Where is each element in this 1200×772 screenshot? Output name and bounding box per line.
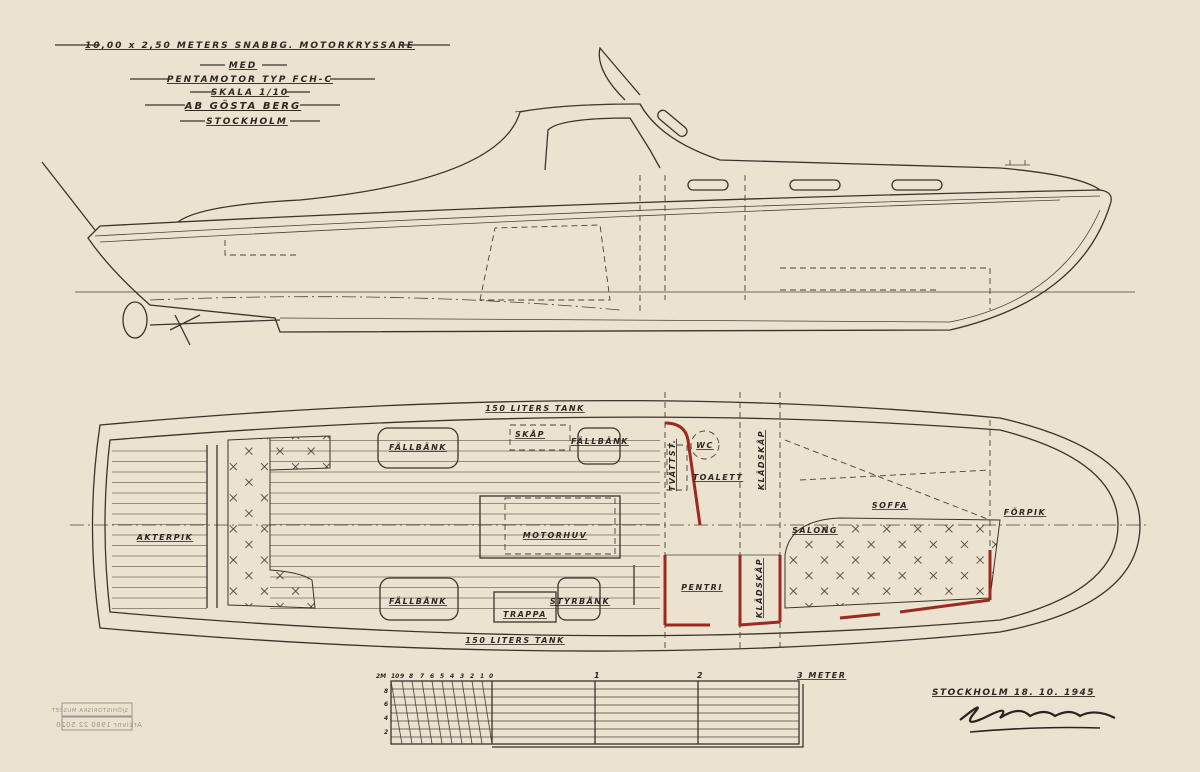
- title-line-4: SKALA 1/10: [211, 88, 289, 98]
- scale-end-label: 3 METER: [797, 671, 846, 680]
- scale-tick-2m: 2: [697, 671, 704, 680]
- signature-block: STOCKHOLM 18. 10. 1945: [932, 688, 1116, 733]
- label-kladskap-top: KLÄDSKÅP: [756, 430, 766, 490]
- label-kladskap-bottom: KLÄDSKÅP: [754, 558, 764, 618]
- label-fallbank-top: FÄLLBÄNK: [389, 442, 447, 452]
- scale-row-label: 4: [384, 715, 390, 722]
- scale-tick: 1: [480, 673, 484, 680]
- scale-tick: 0: [489, 673, 493, 680]
- title-block: 10,00 x 2,50 METERS SNABBG. MOTORKRYSSAR…: [55, 41, 450, 127]
- label-tank-top: 150 LITERS TANK: [485, 404, 585, 413]
- title-line-5: AB GÖSTA BERG: [184, 98, 301, 112]
- label-tank-bottom: 150 LITERS TANK: [465, 636, 565, 645]
- scale-row-label: 2: [384, 729, 390, 736]
- scale-tick: 4: [450, 673, 454, 680]
- stamp-line-2: Arkivnr 1980 22 5020: [56, 721, 142, 729]
- label-forpik: FÖRPIK: [1004, 507, 1046, 517]
- title-line-6: STOCKHOLM: [206, 117, 288, 127]
- label-trappa: TRAPPA: [503, 610, 547, 619]
- signature: [959, 706, 1116, 723]
- label-fallbank-top-2: FÄLLBÄNK: [571, 436, 629, 446]
- scale-row-label: 6: [384, 701, 390, 708]
- plan-view: [70, 392, 1150, 652]
- label-akterpik: AKTERPIK: [136, 533, 194, 542]
- scale-row-label: 8: [384, 688, 390, 695]
- scale-tick-1m: 1: [594, 671, 601, 680]
- scale-bar: 2M 10 9 8 7 6 5 4 3 2 1 0 1 2 3 METER 8 …: [376, 671, 846, 748]
- label-soffa: SOFFA: [872, 501, 908, 510]
- scale-tick: 7: [420, 673, 425, 680]
- scale-tick: 8: [409, 673, 413, 680]
- scale-tick: 6: [430, 673, 434, 680]
- label-motorhuv: MOTORHUV: [523, 531, 588, 540]
- label-toalett: TOALETT: [693, 473, 744, 482]
- museum-stamp: SJÖHISTORISKA MUSEET Arkivnr 1980 22 502…: [51, 702, 142, 731]
- title-line-2: MED: [229, 61, 258, 71]
- label-skap: SKÅP: [515, 429, 545, 439]
- label-tvattstall: TVÄTTST.: [667, 439, 677, 492]
- title-line-3: PENTAMOTOR TYP FCH-C: [167, 75, 333, 85]
- scale-tick: 10: [391, 673, 399, 680]
- label-wc: WC: [696, 441, 714, 450]
- label-pentri: PENTRI: [681, 583, 723, 592]
- scale-tick: 2M: [376, 673, 386, 680]
- place-date: STOCKHOLM 18. 10. 1945: [932, 688, 1095, 698]
- scale-tick: 5: [440, 673, 444, 680]
- scale-tick: 9: [400, 673, 404, 680]
- label-fallbank-bottom: FÄLLBÄNK: [389, 596, 447, 606]
- scale-tick: 2: [470, 673, 474, 680]
- title-line-1: 10,00 x 2,50 METERS SNABBG. MOTORKRYSSAR…: [85, 41, 415, 51]
- stamp-line-1: SJÖHISTORISKA MUSEET: [51, 707, 128, 714]
- scale-tick: 3: [460, 673, 464, 680]
- plan-labels: 150 LITERS TANK 150 LITERS TANK AKTERPIK…: [136, 404, 1046, 645]
- scale-left-ticks: 2M 10 9 8 7 6 5 4 3 2 1 0: [376, 673, 493, 680]
- label-styrbank: STYRBÄNK: [550, 596, 610, 606]
- label-salong: SALONG: [792, 526, 838, 535]
